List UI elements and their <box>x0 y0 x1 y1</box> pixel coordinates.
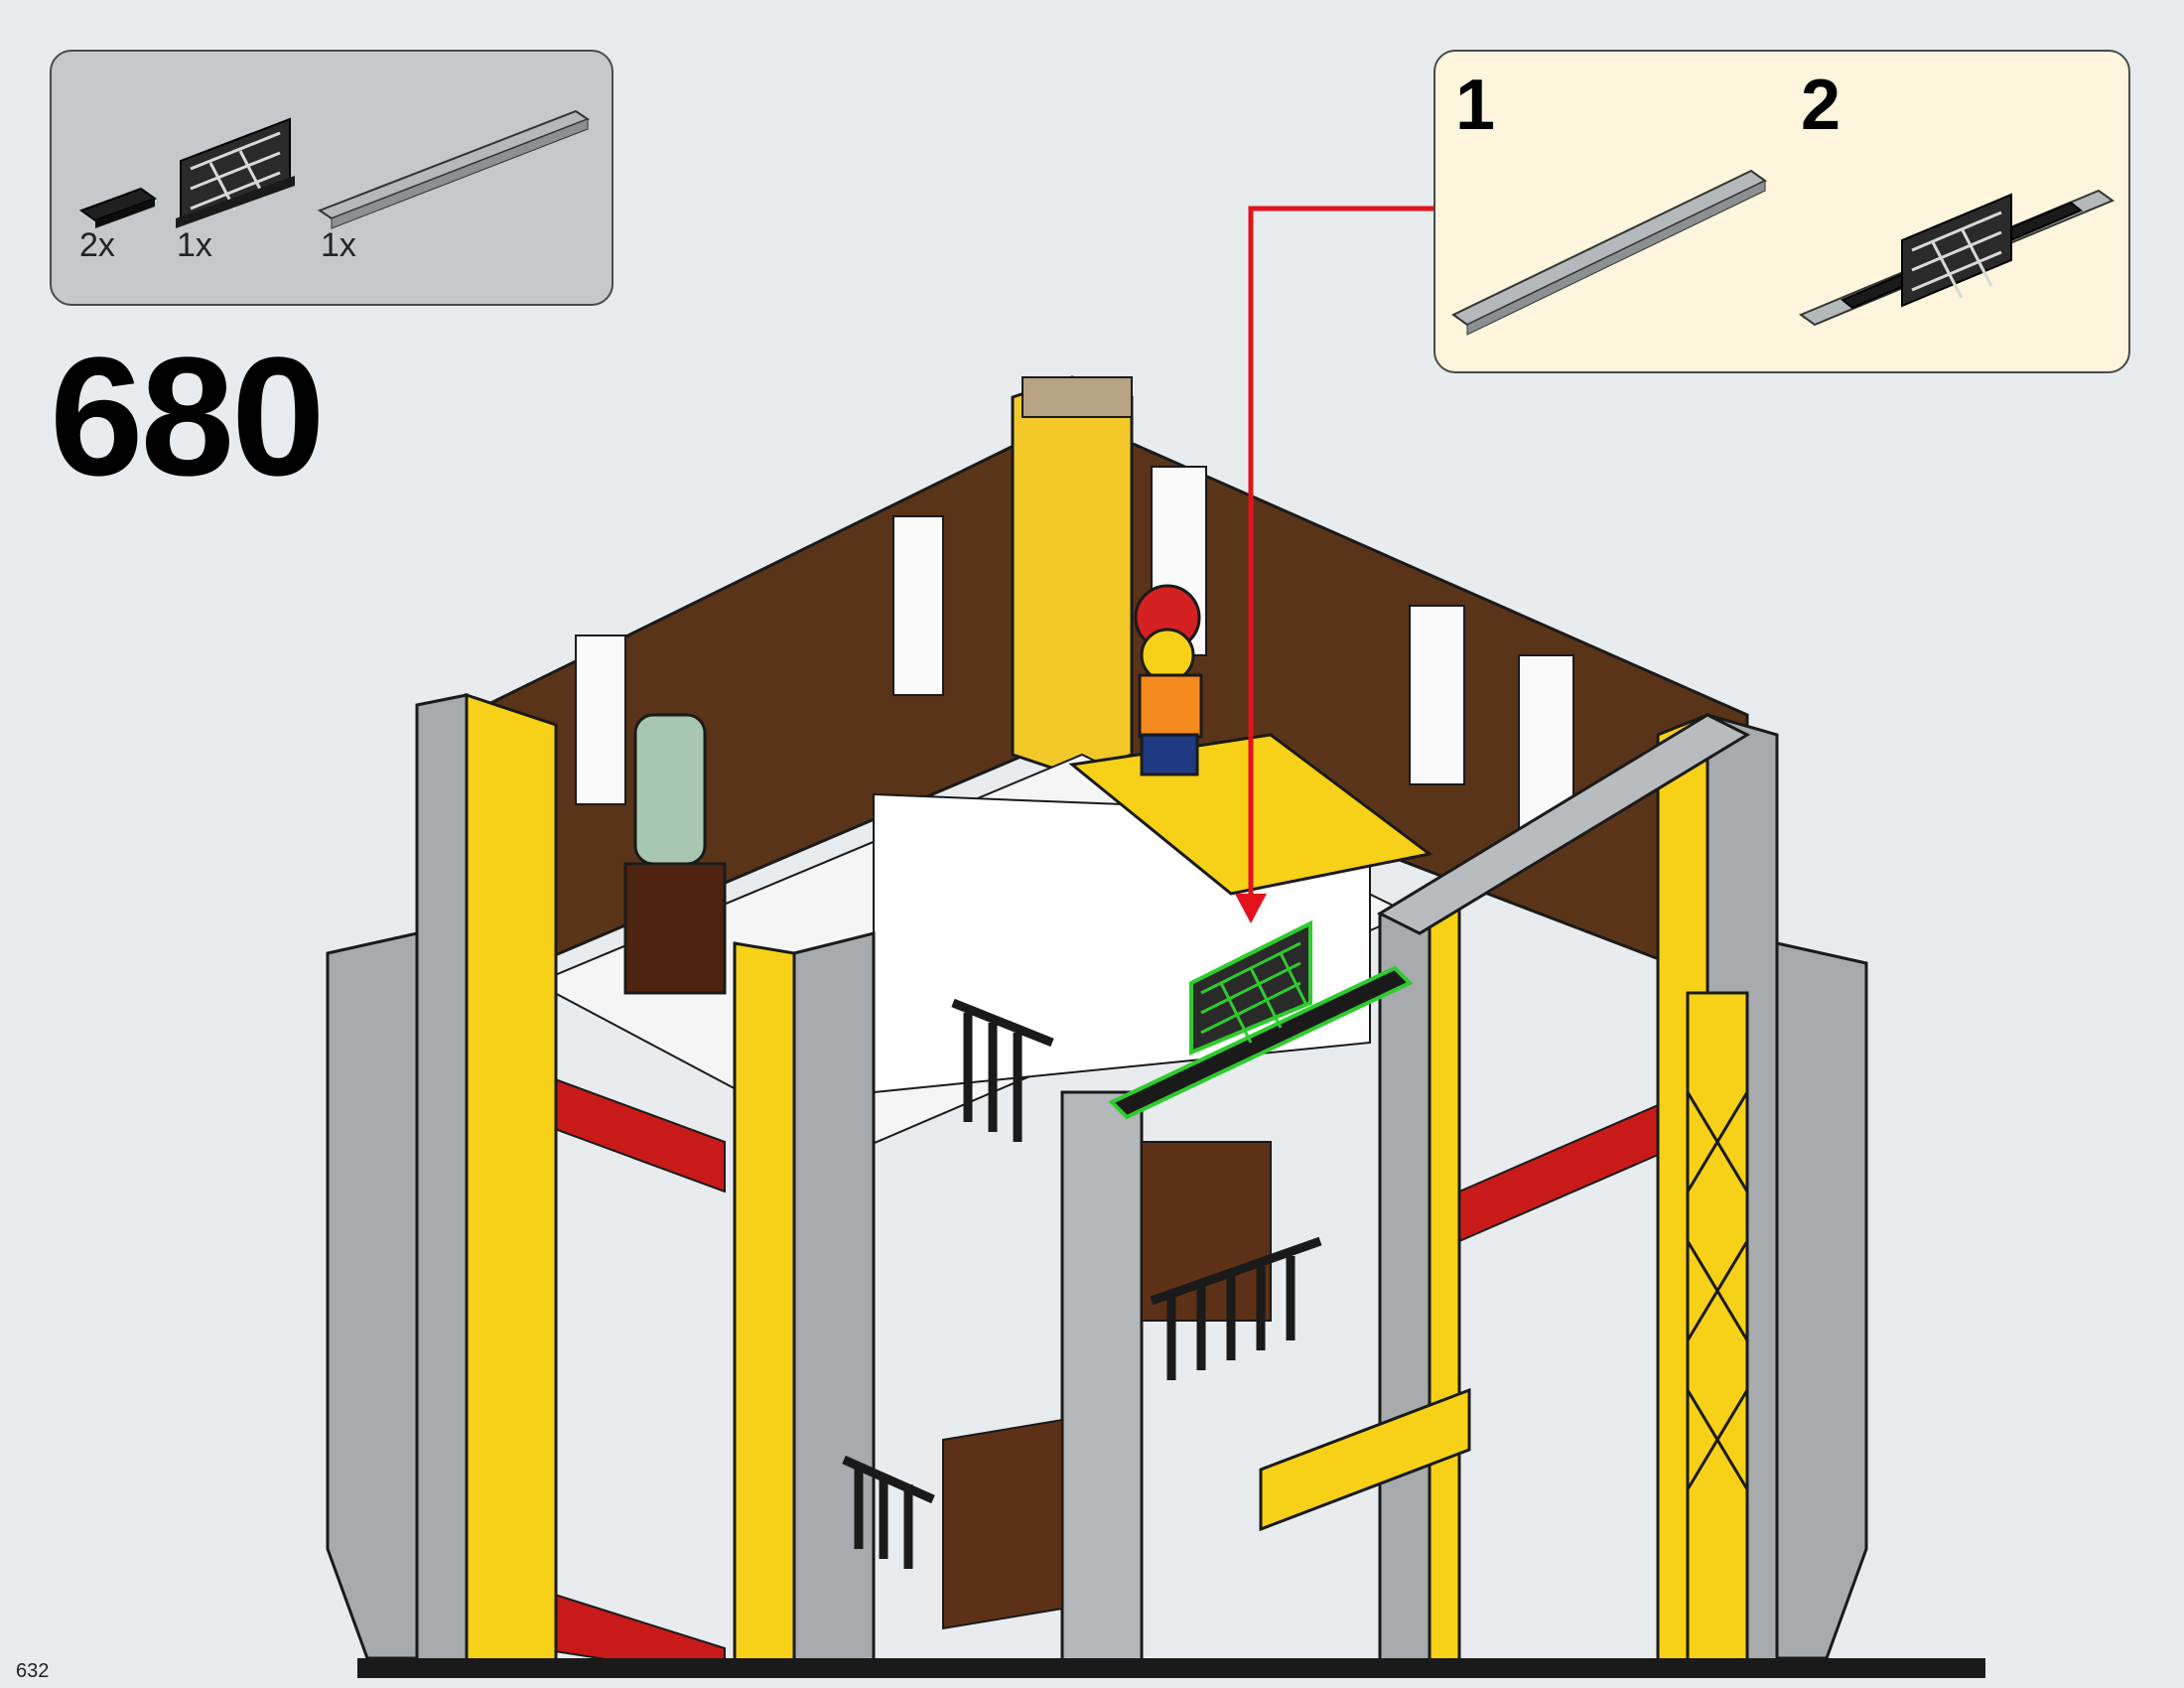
part-qty-tile: 2x <box>79 226 115 264</box>
part-qty-plate: 1x <box>321 226 356 264</box>
parts-list-box: 2x 1x 1x <box>50 50 614 306</box>
left-grey-pillar <box>326 931 419 1660</box>
back-yellow-column <box>1011 375 1134 776</box>
front-left-grey-column <box>415 693 469 1680</box>
page-number: 632 <box>16 1660 50 1682</box>
base-edge <box>357 1658 1985 1678</box>
sub-assembly-box: 1 2 <box>1433 50 2130 373</box>
front-left-yellow-column <box>465 692 558 1680</box>
parts-list-graphics <box>78 109 591 229</box>
construction-worker-minifigure <box>1134 584 1203 776</box>
sub-assembly-graphics <box>1451 169 2116 336</box>
part-black-fence <box>176 117 295 228</box>
mint-machine <box>623 713 727 995</box>
callout-arrow <box>1235 206 1434 923</box>
part-grey-plate <box>317 109 591 229</box>
front-mid-yellow-column <box>733 941 796 1680</box>
brown-stairs <box>942 1141 1272 1630</box>
front-right-grey-column <box>1378 902 1432 1680</box>
right-top-grey-beam <box>1376 713 1751 935</box>
step-number: 680 <box>50 323 326 511</box>
part-qty-fence: 1x <box>177 226 212 264</box>
sub-step-1-label: 1 <box>1455 66 1496 145</box>
sub-step-2-label: 2 <box>1801 66 1842 145</box>
sub-step-1-plate <box>1451 169 1767 336</box>
crane-lattice <box>1259 991 1749 1680</box>
sub-step-2-assembly <box>1798 189 2116 327</box>
right-grey-pillar <box>1775 941 1868 1660</box>
black-railings <box>842 998 1322 1569</box>
part-black-tile <box>78 187 158 228</box>
highlighted-new-assembly <box>1108 919 1414 1120</box>
front-mid-grey-column <box>792 931 876 1680</box>
central-pipe <box>1060 1090 1144 1680</box>
